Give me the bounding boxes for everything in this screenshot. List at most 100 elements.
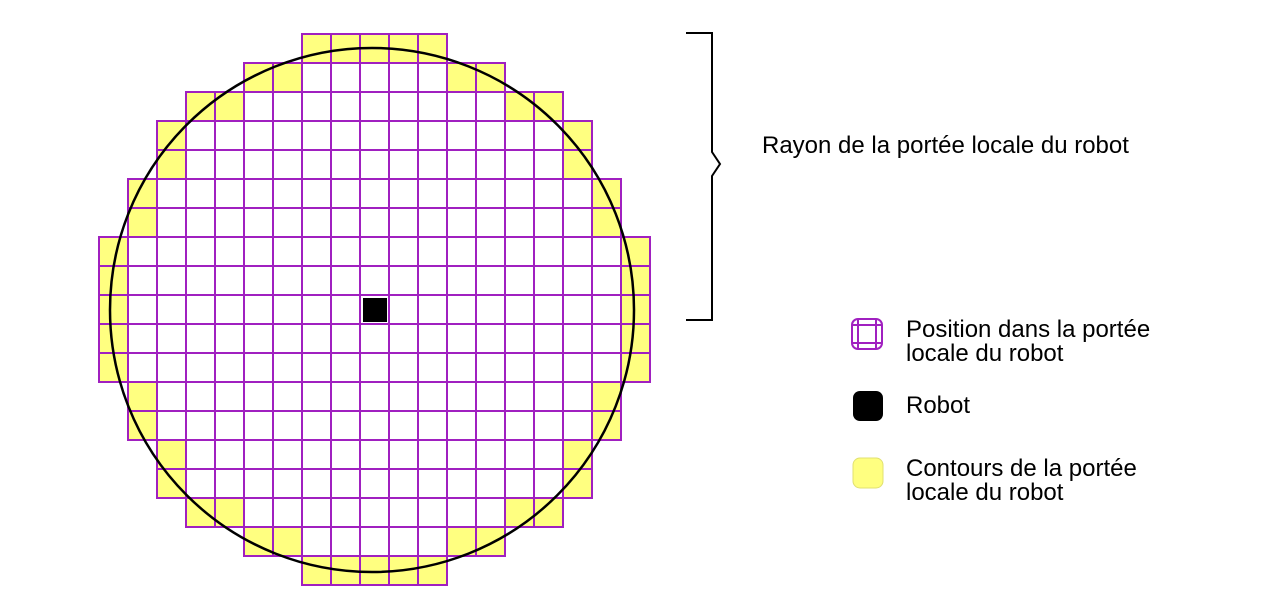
edge-cell [591,207,622,238]
grid-cell [446,149,477,180]
grid-cell [330,468,361,499]
grid-cell [504,468,535,499]
grid-cell [243,236,274,267]
grid-cell [562,236,593,267]
grid-cell [591,236,622,267]
edge-cell [185,497,216,528]
legend-label-position-line2: locale du robot [906,340,1064,367]
grid-cell [127,236,158,267]
edge-cell [620,265,651,296]
grid-cell [330,62,361,93]
grid-cell [301,207,332,238]
grid-cell [301,410,332,441]
legend: Position dans la portée locale du robot … [851,316,1150,506]
grid-cell [185,381,216,412]
grid-cell [156,323,187,354]
edge-cell [156,120,187,151]
grid-cell [591,294,622,325]
grid-cell [156,178,187,209]
grid-cell [243,497,274,528]
edge-cell [504,497,535,528]
edge-cell [127,381,158,412]
grid-cell [446,439,477,470]
grid-cell [533,265,564,296]
grid-cell [214,468,245,499]
grid-cell [330,265,361,296]
grid-cell [185,323,216,354]
grid-cell [533,381,564,412]
grid-cell [127,294,158,325]
edge-cell [301,33,332,64]
grid-cell [504,410,535,441]
grid-cell [533,352,564,383]
grid-cell [533,439,564,470]
grid-cell [388,468,419,499]
grid-cell [156,352,187,383]
grid-cell [388,178,419,209]
grid-cell [446,468,477,499]
grid-cell [214,439,245,470]
grid-cell [272,178,303,209]
grid-cell [127,323,158,354]
grid-cell [359,178,390,209]
grid-cell [417,410,448,441]
grid-cell [417,265,448,296]
grid-cell [301,439,332,470]
edge-cell [156,468,187,499]
edge-cell [185,91,216,122]
grid-cell [214,381,245,412]
grid-cell [301,468,332,499]
grid-cell [243,352,274,383]
edge-cell [620,323,651,354]
grid-cell [446,410,477,441]
grid-cell [359,468,390,499]
grid-cell [475,149,506,180]
grid-cell [301,62,332,93]
grid-cell [475,91,506,122]
grid-cell [272,468,303,499]
grid-cell [446,294,477,325]
edge-cell [562,149,593,180]
grid-cell [417,381,448,412]
grid-cell [562,294,593,325]
grid-cell [185,468,216,499]
grid-cell [272,410,303,441]
grid-cell [417,62,448,93]
grid-cell [301,236,332,267]
robot-cell [363,298,387,322]
grid-cell [359,265,390,296]
grid-cell [562,178,593,209]
grid-cell [533,149,564,180]
grid-cell [330,352,361,383]
grid-cell [504,178,535,209]
grid-cell [127,265,158,296]
grid-cell [301,149,332,180]
edge-cell [562,439,593,470]
grid-cell [359,352,390,383]
grid-cell [185,149,216,180]
grid-cell [301,381,332,412]
grid-cell [243,149,274,180]
grid-cell [359,526,390,557]
grid-cell [504,120,535,151]
grid-cell [388,91,419,122]
grid-cell [388,120,419,151]
grid-cell [475,323,506,354]
grid-cell [417,207,448,238]
legend-item-robot: Robot [853,391,970,421]
grid-cell [301,526,332,557]
grid-cell [446,352,477,383]
grid-cell [330,497,361,528]
grid-cell [533,410,564,441]
edge-cell [620,294,651,325]
grid-cell [214,149,245,180]
yellow-square-icon [852,457,884,489]
grid-cell [330,410,361,441]
grid-cell [446,381,477,412]
grid-cell [243,178,274,209]
edge-cell [301,555,332,586]
grid-cell [272,236,303,267]
grid-cell [127,352,158,383]
